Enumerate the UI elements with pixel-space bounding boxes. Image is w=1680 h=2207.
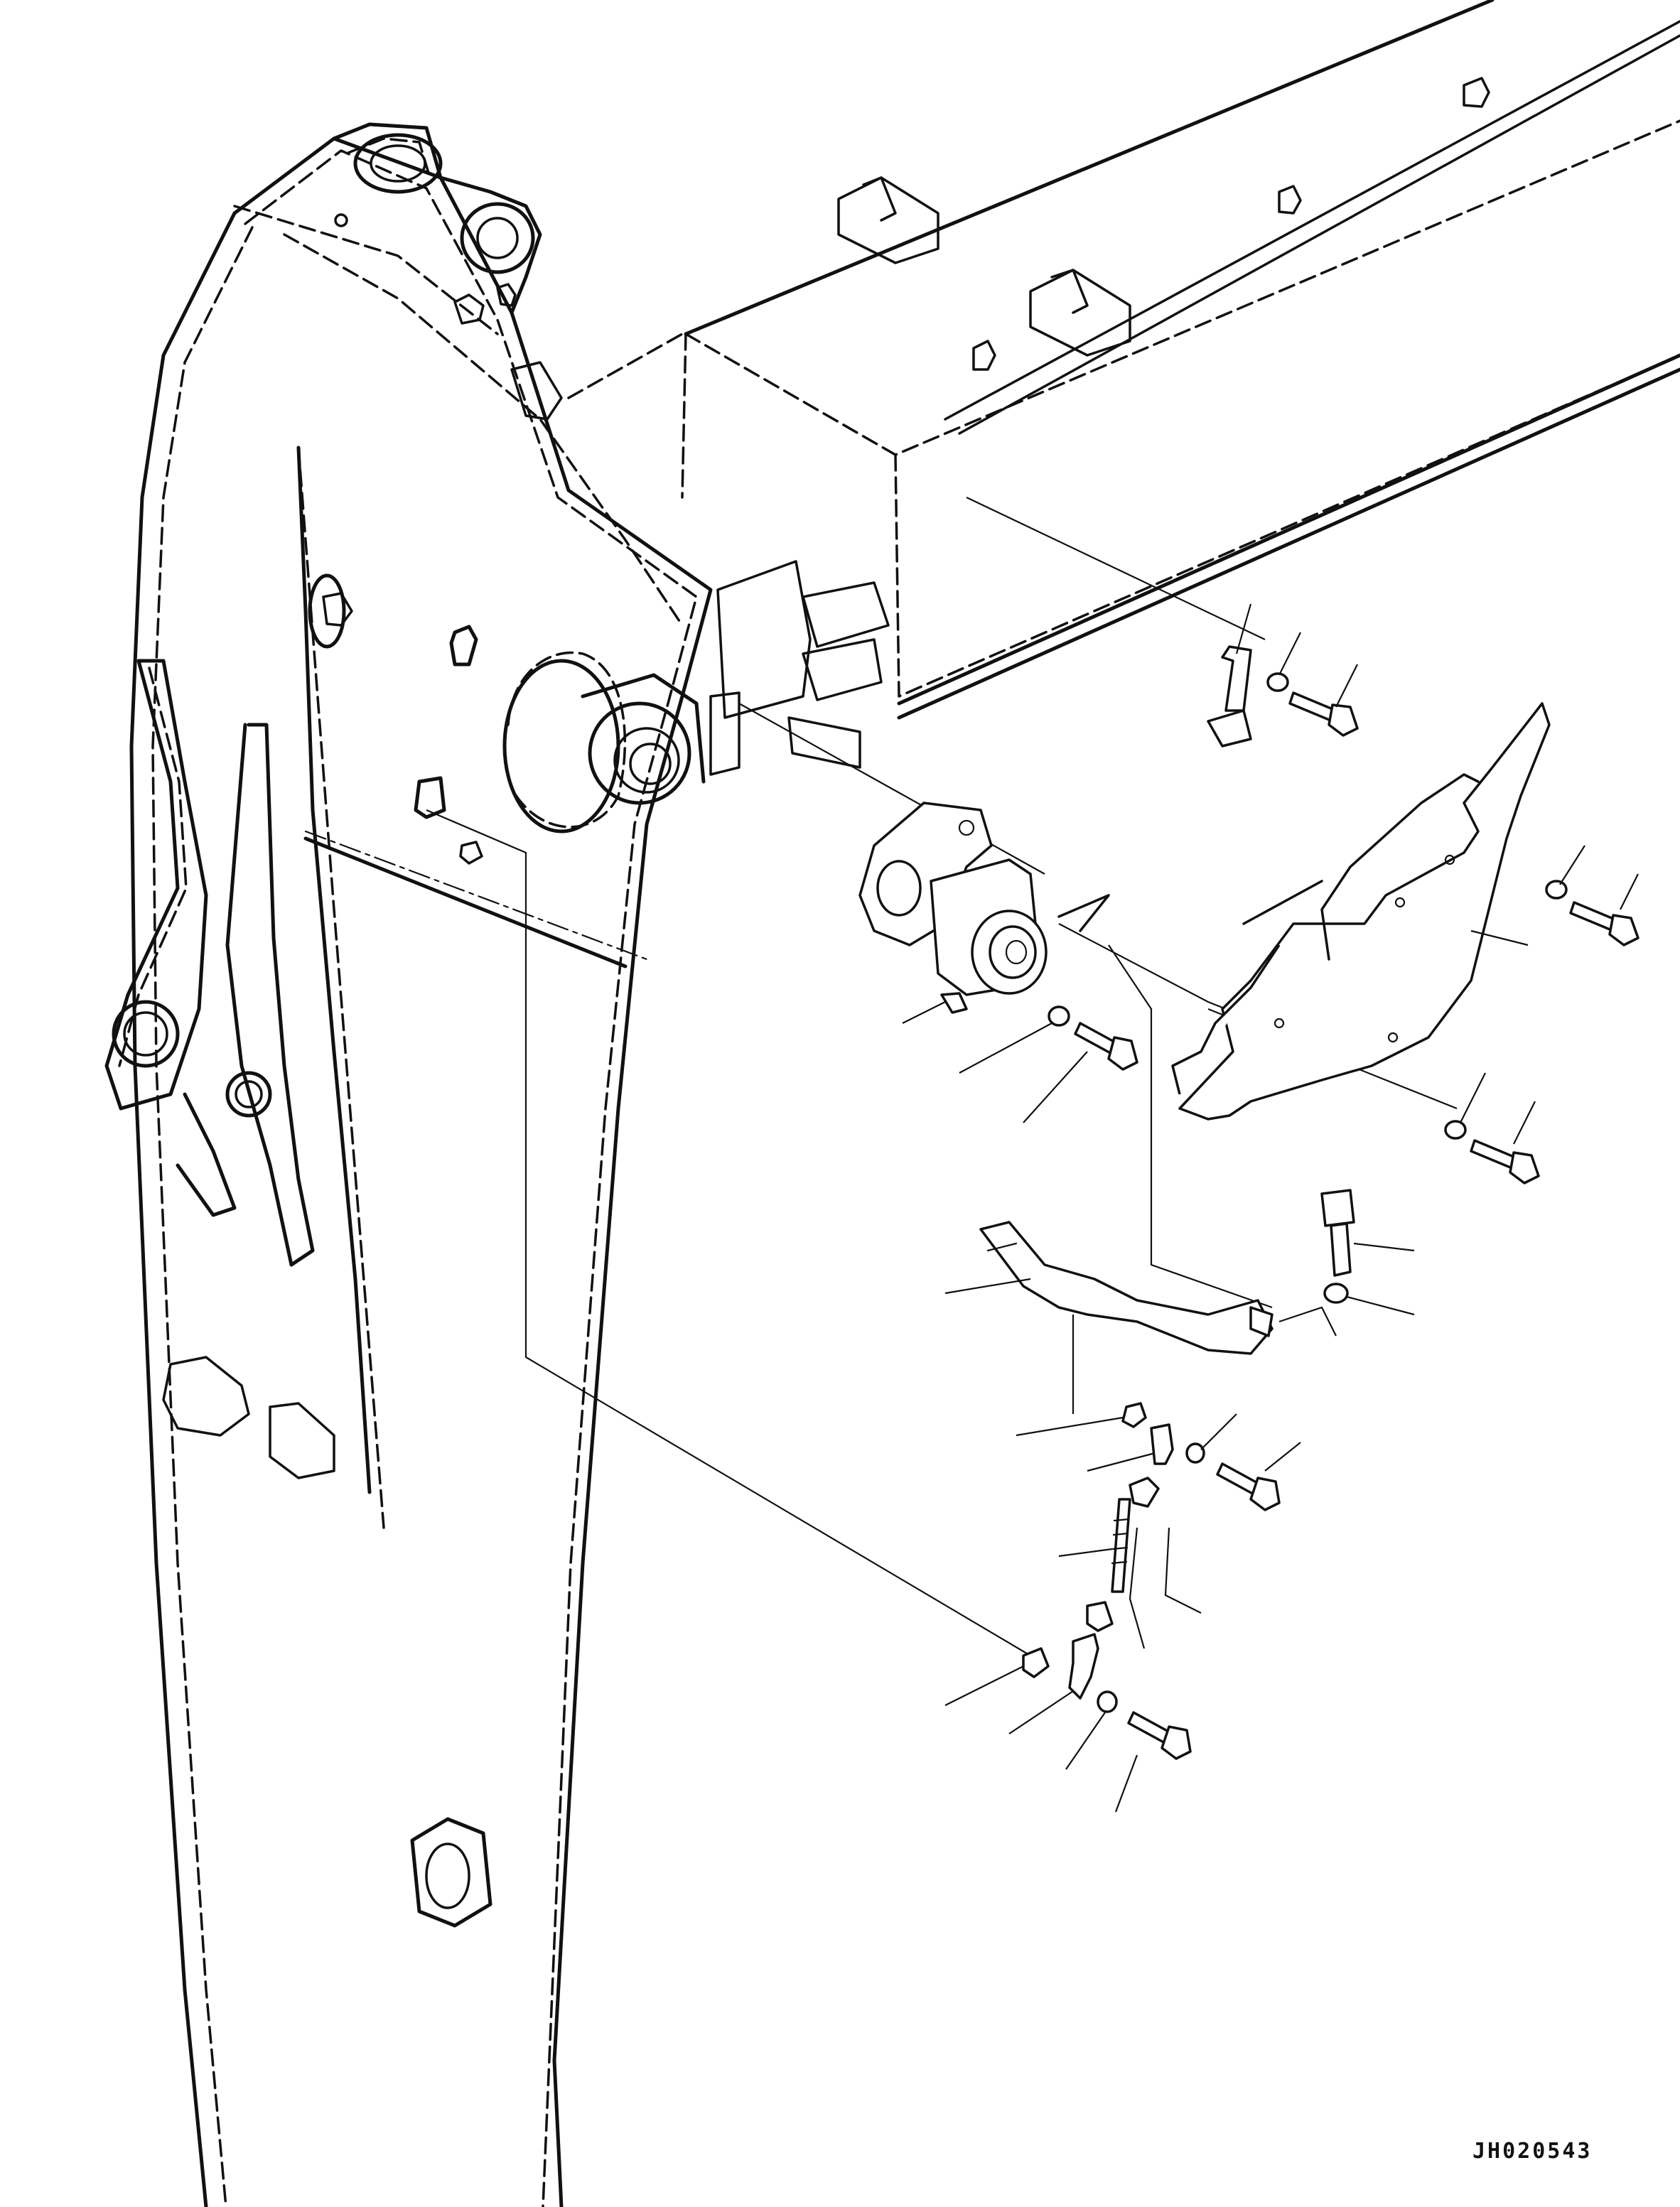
elbow-fitting bbox=[1068, 1633, 1099, 1700]
nut-upper bbox=[1121, 1402, 1147, 1428]
cable-bracket bbox=[979, 1221, 1274, 1355]
clamp-bracket bbox=[1207, 645, 1252, 748]
cover-bolt-lower bbox=[1470, 1139, 1540, 1185]
arm-lower-bosses bbox=[162, 1356, 492, 1928]
sensor-key bbox=[940, 992, 968, 1014]
boom-box-outline bbox=[567, 0, 1680, 720]
cover-washer-lower bbox=[1444, 1120, 1467, 1140]
callout-leaders bbox=[902, 603, 1639, 1813]
arm-outline bbox=[129, 122, 713, 2207]
boom-foot-pin bbox=[502, 560, 890, 833]
arm-top-pin-bosses bbox=[334, 133, 563, 421]
bolt bbox=[1288, 691, 1359, 737]
bolt-lower bbox=[1127, 1711, 1192, 1760]
sensor-bolt bbox=[1074, 1022, 1138, 1071]
arm-pivot-bosses bbox=[308, 573, 483, 865]
rod-nut-bottom bbox=[1086, 1601, 1114, 1632]
bracket-washer bbox=[1323, 1283, 1349, 1304]
threaded-rod bbox=[1111, 1498, 1131, 1593]
rod-nut-top bbox=[1129, 1477, 1160, 1508]
cover-washer-upper bbox=[1545, 880, 1568, 900]
washer-upper bbox=[1185, 1442, 1205, 1464]
clip-upper bbox=[1150, 1423, 1174, 1465]
boom-top-brackets bbox=[837, 77, 1490, 371]
washer-lower bbox=[1097, 1690, 1118, 1713]
rotation-sensor bbox=[930, 858, 1110, 996]
drawing-reference-code: JH020543 bbox=[1472, 2139, 1593, 2164]
bracket-bolt bbox=[1320, 1189, 1355, 1277]
washer bbox=[1266, 672, 1289, 692]
bucket-link-outline bbox=[104, 659, 315, 1267]
sensor-washer bbox=[1048, 1005, 1070, 1027]
bolt-upper bbox=[1216, 1462, 1281, 1511]
nut-lower bbox=[1022, 1647, 1050, 1678]
cover-bolt-upper bbox=[1569, 901, 1639, 946]
cover-plate bbox=[1171, 702, 1551, 1121]
